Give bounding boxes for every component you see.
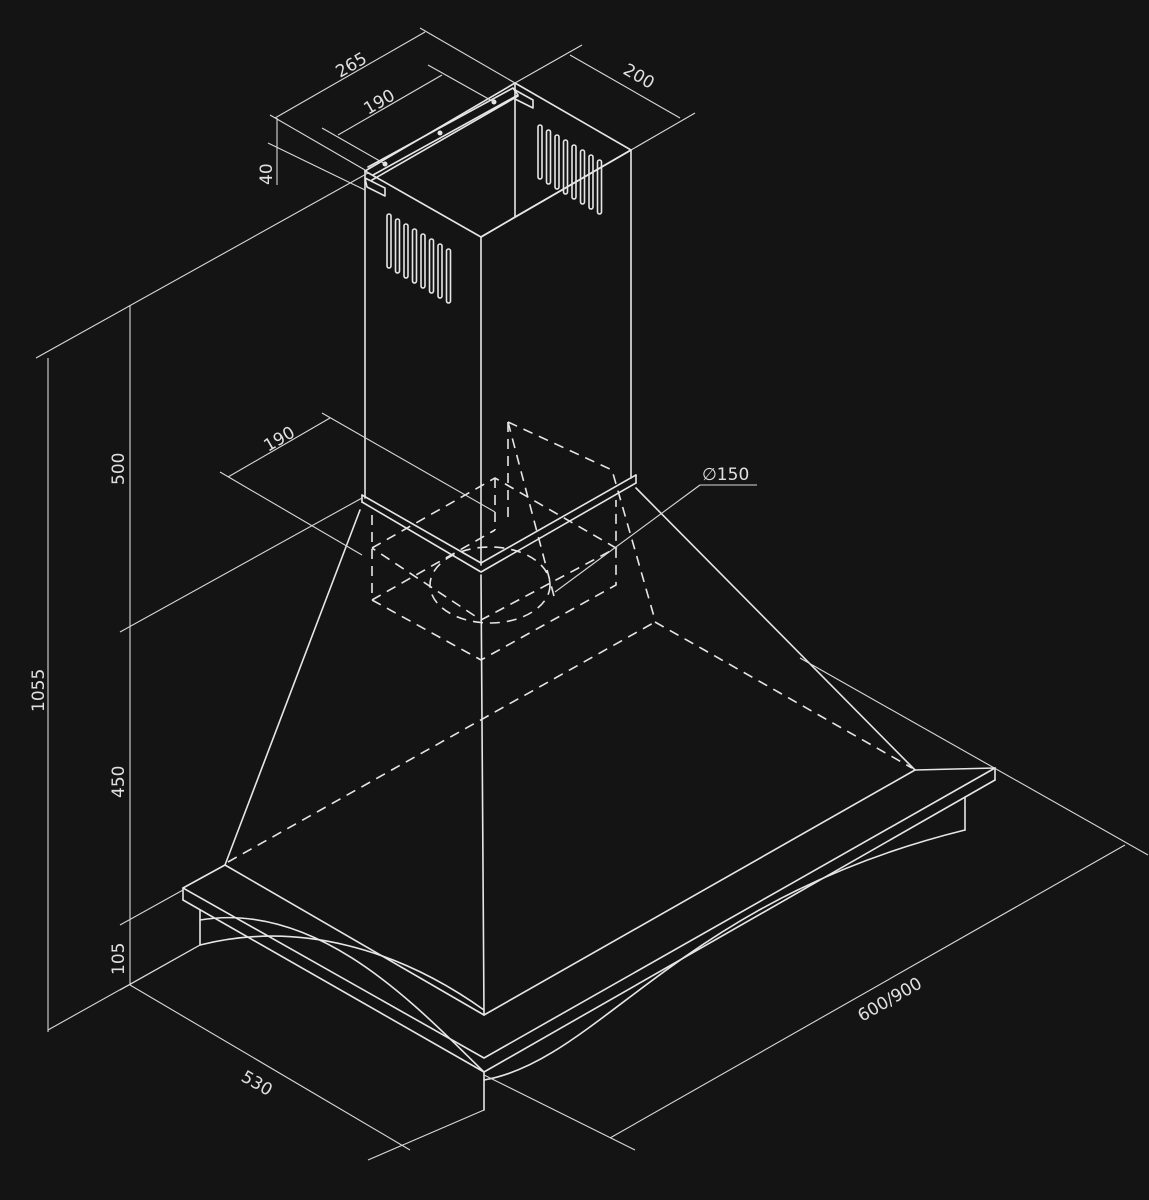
vent-slot <box>562 139 569 195</box>
vent-slot <box>437 243 443 299</box>
label-105: 105 <box>109 943 129 975</box>
collar <box>361 474 637 573</box>
label-500: 500 <box>109 453 129 485</box>
vent-slot <box>394 218 401 274</box>
vent-slot <box>571 144 577 200</box>
label-530: 530 <box>238 1067 276 1101</box>
vent-slot <box>411 228 418 284</box>
vent-slot <box>420 233 426 289</box>
vent-slot <box>579 149 586 205</box>
label-diameter-150: ∅150 <box>702 465 749 485</box>
label-200: 200 <box>620 60 658 94</box>
label-265: 265 <box>333 49 371 83</box>
label-40: 40 <box>257 163 277 185</box>
label-190-top: 190 <box>361 86 399 120</box>
vent-slot <box>596 159 603 215</box>
label-450: 450 <box>109 766 129 798</box>
label-190-mid: 190 <box>261 423 299 457</box>
vent-slot <box>545 129 552 185</box>
vent-slot <box>386 213 392 269</box>
label-600-900: 600/900 <box>855 974 926 1027</box>
vent-slot <box>428 238 435 294</box>
dimension-lines <box>35 27 1149 1161</box>
vent-slot <box>554 134 560 190</box>
vent-slots <box>386 124 603 304</box>
hood-body <box>224 487 916 1016</box>
vent-slot <box>403 223 409 279</box>
base-plate <box>182 767 996 1111</box>
vent-slot <box>445 248 452 304</box>
label-1055: 1055 <box>29 669 49 712</box>
vent-slot <box>588 154 594 210</box>
hidden-lines <box>227 421 913 863</box>
vent-slot <box>537 124 543 180</box>
dimension-labels: 265 190 200 40 1055 500 450 105 190 ∅150… <box>29 49 926 1101</box>
